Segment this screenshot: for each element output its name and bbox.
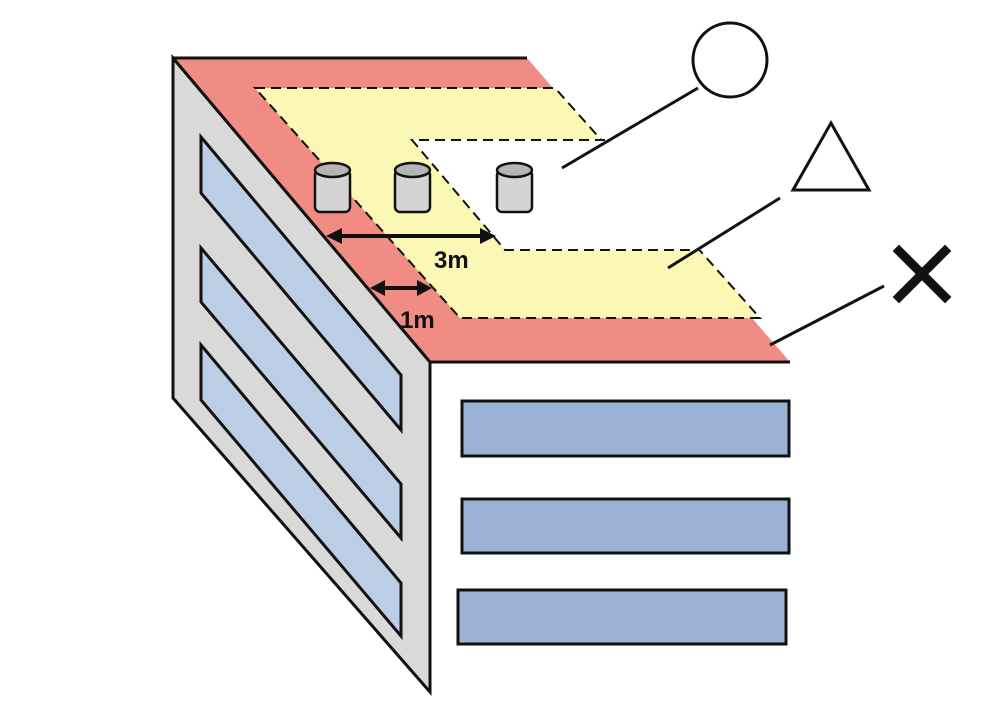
dimension-label-3m: 3m <box>434 247 469 274</box>
safe-zone-boundary <box>409 139 690 251</box>
callout-line-safe <box>561 86 699 170</box>
front-window-1 <box>460 399 791 458</box>
front-window-3 <box>456 588 788 646</box>
callout-line-middle <box>667 196 781 270</box>
cylinder-3 <box>495 161 534 214</box>
triangle-icon <box>790 119 872 192</box>
dimension-arrow-3m <box>326 228 496 244</box>
dimension-arrow-1m <box>370 280 432 296</box>
left-window-3 <box>199 340 403 641</box>
front-window-2 <box>460 497 791 555</box>
roof-left-edge <box>171 57 432 363</box>
callout-line-edge <box>769 284 885 347</box>
cylinder-1 <box>313 161 352 214</box>
cylinder-2 <box>393 161 432 214</box>
left-window-1 <box>199 132 403 435</box>
dimension-label-1m: 1m <box>400 307 435 334</box>
circle-icon <box>691 21 769 99</box>
left-window-2 <box>199 243 403 543</box>
cross-icon <box>892 244 952 304</box>
